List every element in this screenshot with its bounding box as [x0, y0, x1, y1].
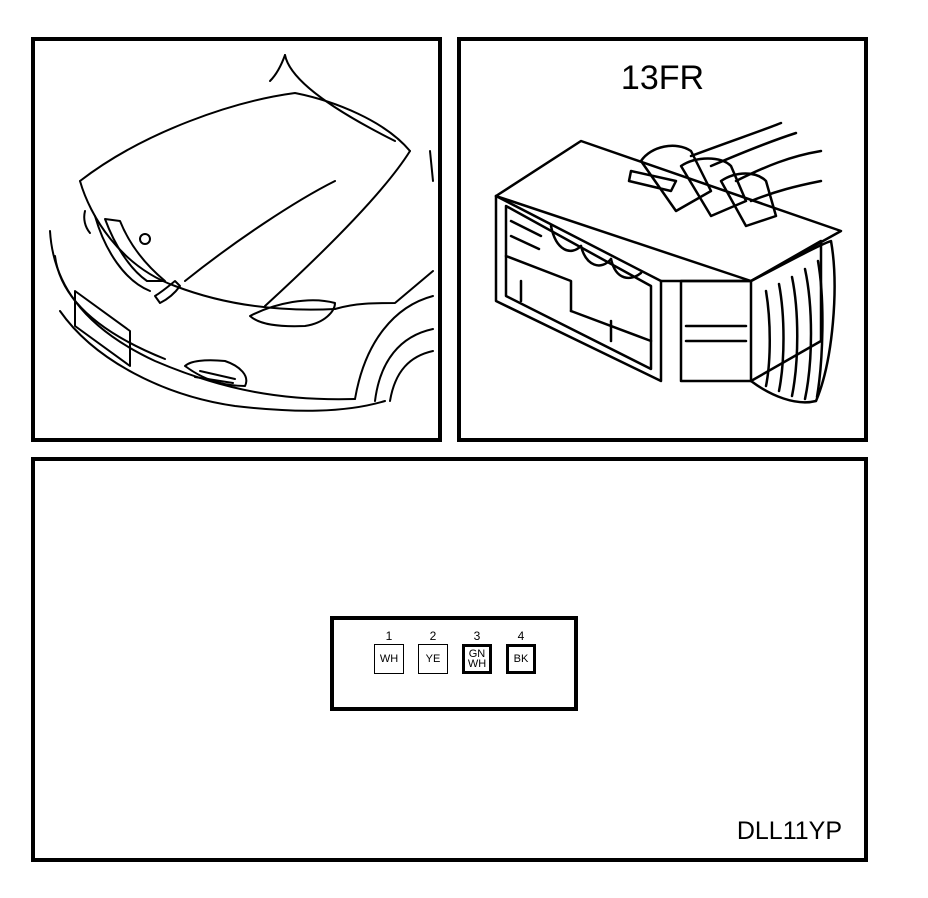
pin-color-label: GN WH	[462, 644, 492, 674]
pin-2: 2 YE	[416, 630, 450, 674]
pin-color-label: YE	[418, 644, 448, 674]
pinout-panel: 1 WH 2 YE 3 GN WH 4 BK DLL11YP	[31, 457, 868, 862]
pin-color-top: GN	[468, 648, 486, 660]
pin-color-bottom: WH	[467, 658, 487, 670]
pin-number: 4	[517, 629, 525, 643]
pin-color-label: BK	[506, 644, 536, 674]
pin-color-label: WH	[374, 644, 404, 674]
connector-pin-face: 1 WH 2 YE 3 GN WH 4 BK	[330, 616, 578, 711]
pin-number: 2	[429, 629, 437, 643]
pin-4: 4 BK	[504, 630, 538, 674]
connector-view-panel: 13FR	[457, 37, 868, 442]
diagram-reference-code: DLL11YP	[736, 817, 842, 845]
vehicle-location-panel	[31, 37, 442, 442]
pin-number: 1	[385, 629, 393, 643]
connector-illustration	[494, 121, 843, 404]
pin-3: 3 GN WH	[460, 630, 494, 674]
pin-number: 3	[473, 629, 481, 643]
pin-1: 1 WH	[372, 630, 406, 674]
connector-id-label: 13FR	[620, 59, 705, 97]
car-front-illustration	[49, 54, 434, 412]
